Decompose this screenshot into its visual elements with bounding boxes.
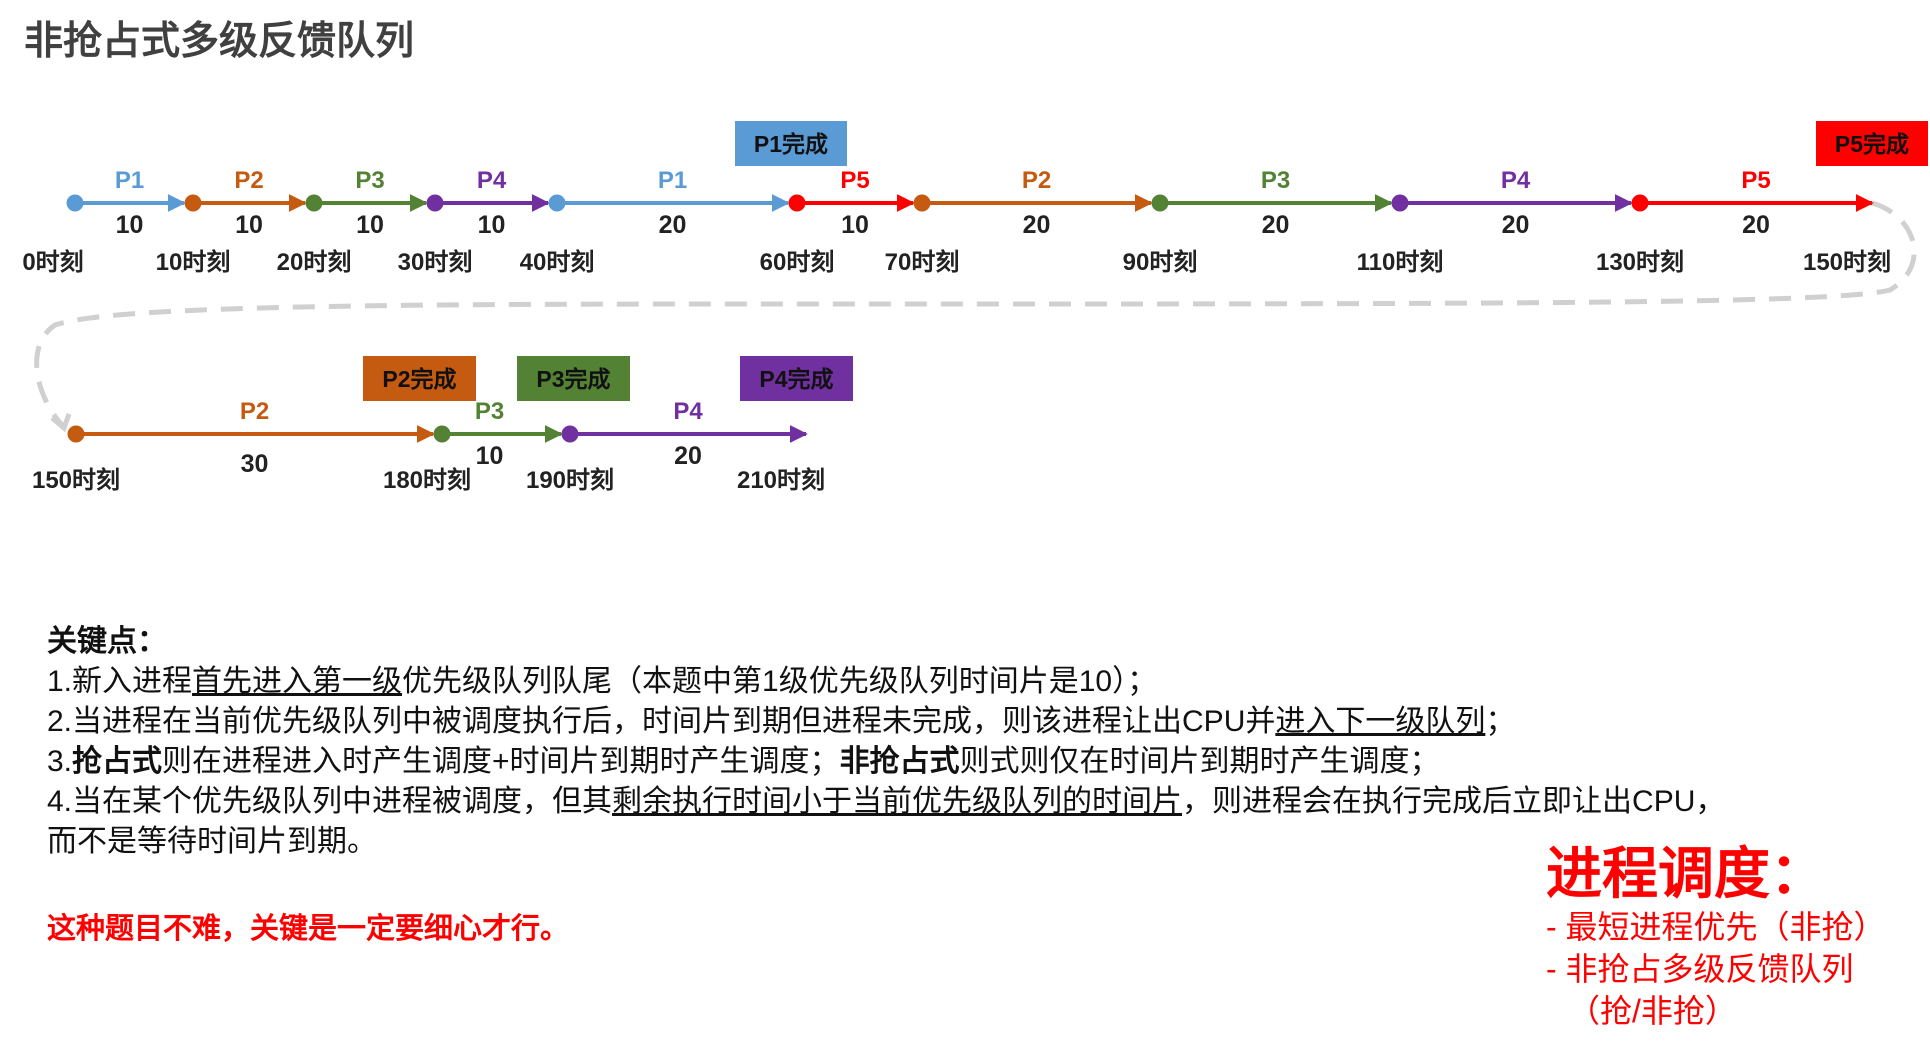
row1-duration-label: 10	[478, 211, 506, 239]
badge-label: P4完成	[759, 366, 833, 392]
loop-arrow-head	[50, 413, 72, 433]
row1-node	[66, 194, 84, 212]
row1-time-label: 10时刻	[156, 248, 231, 276]
row1-time-label: 130时刻	[1596, 248, 1684, 276]
row1-time-label: 150时刻	[1803, 248, 1891, 276]
row2-process-label: P4	[673, 398, 703, 425]
timeline-diagram: P110P210P310P410P120P510P220P320P420P520…	[22, 121, 1928, 494]
badge-label: P2完成	[382, 366, 456, 392]
key-point-1: 1.新入进程首先进入第一级优先级队列队尾（本题中第1级优先级队列时间片是10）；	[47, 665, 1158, 698]
key-points: 关键点： 1.新入进程首先进入第一级优先级队列队尾（本题中第1级优先级队列时间片…	[47, 622, 1725, 862]
row1-process-label: P5	[1741, 167, 1770, 194]
key-point-4-cont: 而不是等待时间片到期。	[47, 825, 377, 858]
row1-process-label: P4	[477, 167, 507, 194]
row1-node	[184, 194, 202, 212]
row1-process-label: P3	[1261, 167, 1290, 194]
row2-node	[561, 425, 579, 443]
row1-duration-label: 10	[841, 211, 869, 239]
row1-time-label: 90时刻	[1123, 248, 1198, 276]
badge-p1-done	[735, 121, 847, 166]
key-point-2: 2.当进程在当前优先级队列中被调度执行后，时间片到期但进程未完成，则该进程让出C…	[47, 705, 1516, 738]
row1-duration-label: 10	[356, 211, 384, 239]
row1-time-label: 30时刻	[398, 248, 473, 276]
row1-duration-label: 20	[1023, 211, 1051, 239]
row1-node	[1631, 194, 1649, 212]
badge-p5-done	[1816, 121, 1928, 166]
row1-time-label: 70时刻	[885, 248, 960, 276]
row2-process-label: P2	[240, 398, 269, 425]
row2-duration-label: 30	[241, 450, 269, 478]
row1-duration-label: 20	[659, 211, 687, 239]
row1-node	[426, 194, 444, 212]
row1-process-label: P1	[658, 167, 687, 194]
row2-time-label: 150时刻	[32, 466, 120, 494]
badge-p4-done	[740, 356, 853, 401]
scheduling-item-2: - 非抢占多级反馈队列	[1546, 951, 1854, 987]
row1-process-label: P4	[1501, 167, 1531, 194]
row2-node	[433, 425, 451, 443]
scheduling-item-1: - 最短进程优先（非抢）	[1546, 909, 1886, 945]
row2-node	[67, 425, 85, 443]
key-point-3: 3.抢占式则在进程进入时产生调度+时间片到期时产生调度；非抢占式则式则仅在时间片…	[47, 745, 1440, 778]
row1-time-label: 40时刻	[520, 248, 595, 276]
row1-process-label: P5	[840, 167, 869, 194]
badge-label: P1完成	[754, 131, 828, 157]
row1-node	[788, 194, 806, 212]
row1-time-label: 110时刻	[1357, 248, 1444, 276]
row2-process-label: P3	[475, 398, 504, 425]
loop-connector	[34, 200, 1917, 427]
badge-p3-done	[517, 356, 630, 401]
row1-duration-label: 20	[1502, 211, 1530, 239]
row2-time-label: 190时刻	[526, 466, 614, 494]
scheduling-note: 进程调度： - 最短进程优先（非抢） - 非抢占多级反馈队列 （抢/非抢）	[1546, 842, 1886, 1032]
row1-node	[913, 194, 931, 212]
row1-node	[1391, 194, 1409, 212]
key-point-4: 4.当在某个优先级队列中进程被调度，但其剩余执行时间小于当前优先级队列的时间片，…	[47, 785, 1726, 818]
row1-time-label: 60时刻	[760, 248, 835, 276]
key-points-heading: 关键点：	[47, 625, 167, 658]
badge-p2-done	[363, 356, 476, 401]
row1-process-label: P1	[115, 167, 144, 194]
row1-time-label: 20时刻	[277, 248, 352, 276]
badge-label: P5完成	[1835, 131, 1909, 157]
row1-process-label: P2	[234, 167, 263, 194]
badge-label: P3完成	[536, 366, 610, 392]
row1-process-label: P2	[1022, 167, 1051, 194]
scheduling-item-3: （抢/非抢）	[1568, 993, 1737, 1029]
row1-duration-label: 10	[235, 211, 263, 239]
row1-duration-label: 20	[1742, 211, 1770, 239]
row1-time-label: 0时刻	[22, 248, 83, 276]
row2-duration-label: 20	[674, 442, 702, 470]
row1-node	[305, 194, 323, 212]
row1-node	[1151, 194, 1169, 212]
row2-time-label: 210时刻	[737, 466, 825, 494]
warning-text: 这种题目不难，关键是一定要细心才行。	[47, 913, 570, 945]
row1-duration-label: 10	[116, 211, 144, 239]
row1-process-label: P3	[355, 167, 384, 194]
row2-duration-label: 10	[476, 442, 504, 470]
row1-node	[548, 194, 566, 212]
row2-time-label: 180时刻	[383, 466, 471, 494]
page-title: 非抢占式多级反馈队列	[24, 20, 415, 63]
row1-duration-label: 20	[1262, 211, 1290, 239]
scheduling-heading: 进程调度：	[1546, 842, 1826, 905]
